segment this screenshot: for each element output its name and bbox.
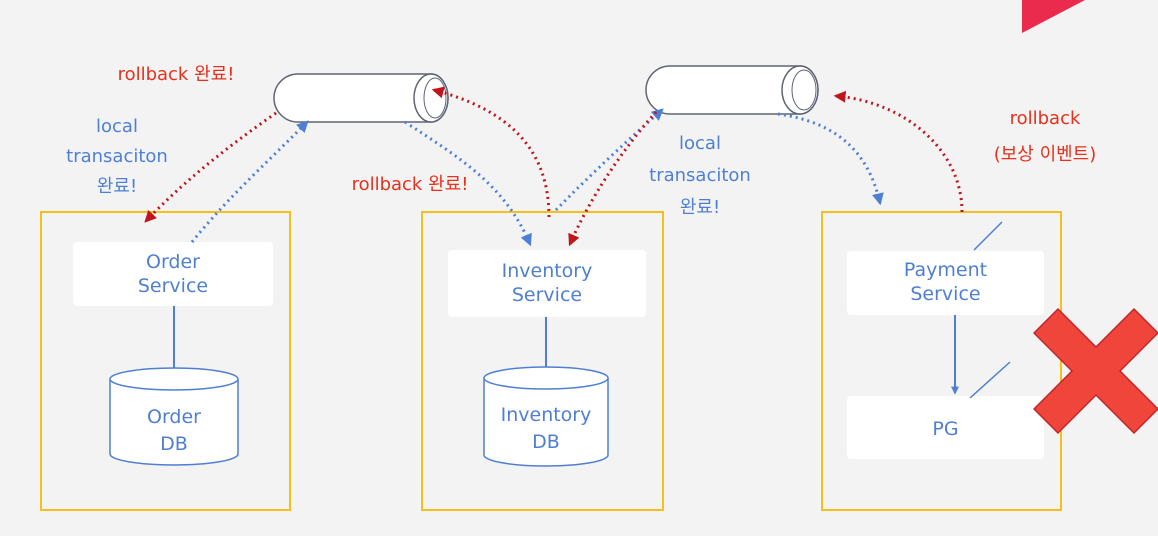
local-tx-done-order-label: local transaciton 완료! (66, 116, 168, 197)
payment-fail-mark-1 (973, 221, 1003, 251)
order-db-label: Order DB (147, 406, 201, 455)
pg-label: PG (932, 418, 959, 440)
queue2-to-payment-arrow (777, 112, 884, 206)
pg-box (847, 396, 1044, 459)
payment-service-box (847, 251, 1044, 315)
inventory-service-label: Inventory Service (501, 260, 593, 306)
order-group-box (40, 211, 291, 511)
payment-service-label: Payment Service (903, 259, 988, 305)
rollback-done-order-label: rollback 완료! (117, 64, 235, 85)
order-service-box (73, 242, 273, 306)
queue-1-cylinder-icon (273, 73, 449, 123)
order-db-icon (109, 367, 239, 466)
payment-to-queue2-rollback-arrow (833, 90, 964, 213)
inventory-group-box (421, 211, 664, 511)
rollback-compensation-label: rollback (보상 이벤트) (993, 108, 1097, 165)
queue1-to-order-rollback-arrow (144, 111, 277, 223)
order-service-label: Order Service (137, 251, 209, 297)
failure-x-icon (1033, 308, 1158, 434)
order-to-queue1-arrow (190, 120, 309, 243)
inventory-db-label: Inventory DB (500, 404, 592, 453)
queue-2-cylinder-icon (645, 65, 819, 115)
corner-accent (1022, 0, 1085, 33)
queue1-to-inventory-arrow (404, 120, 532, 247)
payment-fail-mark-2 (969, 361, 1011, 399)
inventory-db-icon (483, 366, 609, 467)
local-tx-done-inventory-label: local transaciton 완료! (649, 133, 751, 218)
inventory-service-box (448, 250, 646, 317)
rollback-done-inventory-label: rollback 완료! (351, 174, 469, 195)
queue2-to-inventory-rollback-arrow (568, 110, 658, 247)
